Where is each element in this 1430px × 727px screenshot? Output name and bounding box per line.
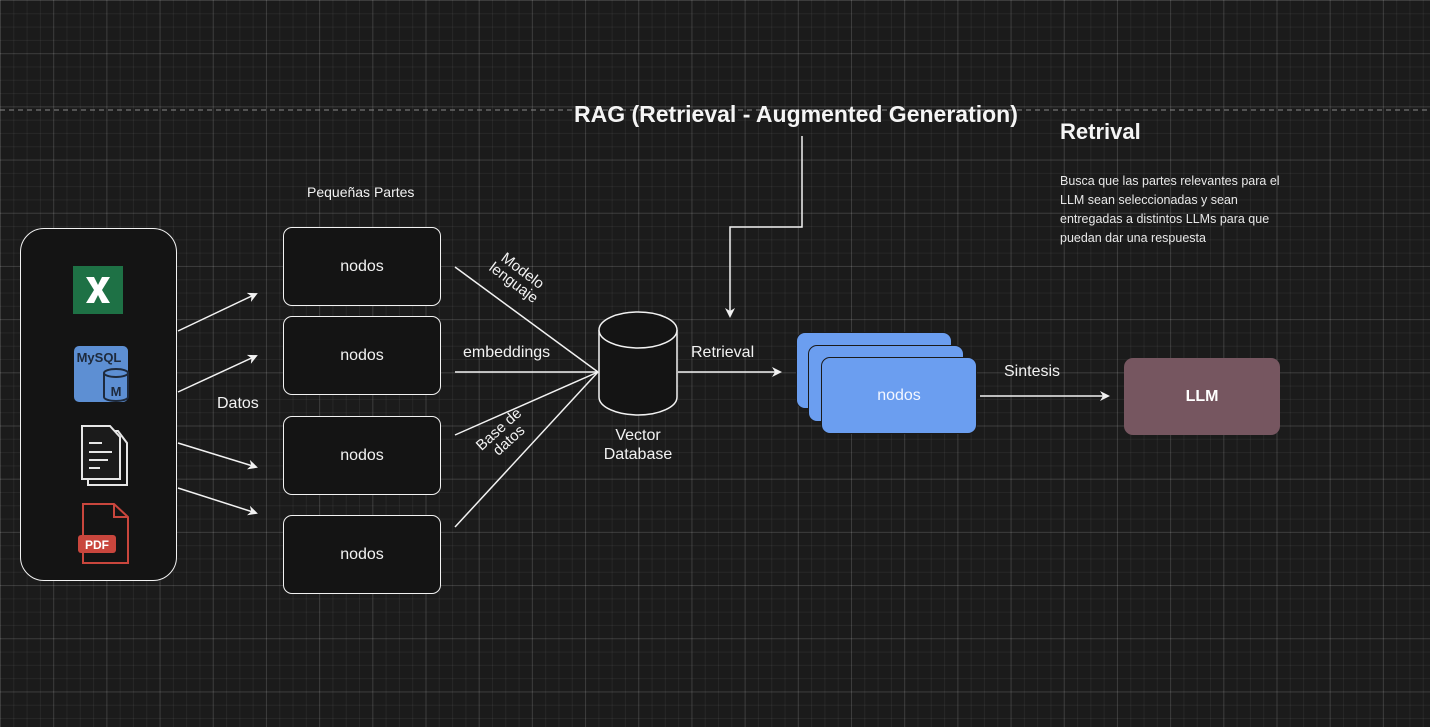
vector-database-label: Vector Database	[598, 426, 678, 464]
svg-text:PDF: PDF	[85, 538, 109, 552]
chunk-node-3[interactable]: nodos	[283, 416, 441, 495]
arrow-source-to-node-2	[177, 354, 258, 393]
retrieval-label: Retrieval	[691, 344, 755, 361]
chunk-node-4[interactable]: nodos	[283, 515, 441, 594]
pequenas-partes-label: Pequeñas Partes	[307, 184, 415, 200]
llm-node[interactable]: LLM	[1124, 358, 1280, 435]
retrival-description: Busca que las partes relevantes para el …	[1060, 174, 1280, 245]
arrow-source-to-node-1	[177, 292, 258, 332]
arrow-title-to-retrieval	[725, 136, 803, 318]
mysql-icon: MySQL M	[74, 346, 129, 402]
embeddings-label: embeddings	[463, 344, 551, 361]
arrow-source-to-node-3	[177, 442, 258, 470]
chunk-node-1[interactable]: nodos	[283, 227, 441, 306]
line-node-3-to-db	[454, 371, 599, 436]
document-icon	[81, 425, 128, 486]
vector-database-icon	[598, 311, 678, 416]
line-node-4-to-db	[454, 371, 599, 528]
database-label: Database	[603, 446, 673, 463]
pdf-icon: PDF	[78, 503, 129, 564]
retrival-heading: Retrival	[1060, 119, 1141, 144]
arrow-source-to-node-4	[177, 487, 258, 516]
vector-label: Vector	[615, 427, 661, 444]
excel-icon	[73, 266, 123, 314]
retrieved-node-front[interactable]: nodos	[821, 357, 977, 434]
datos-label: Datos	[217, 395, 259, 412]
svg-text:M: M	[111, 384, 122, 399]
line-node-1-to-db	[454, 266, 599, 373]
svg-text:MySQL: MySQL	[77, 350, 122, 365]
chunk-node-2[interactable]: nodos	[283, 316, 441, 395]
diagram-title: RAG (Retrieval - Augmented Generation)	[574, 101, 1018, 127]
sintesis-label: Sintesis	[1004, 363, 1061, 380]
